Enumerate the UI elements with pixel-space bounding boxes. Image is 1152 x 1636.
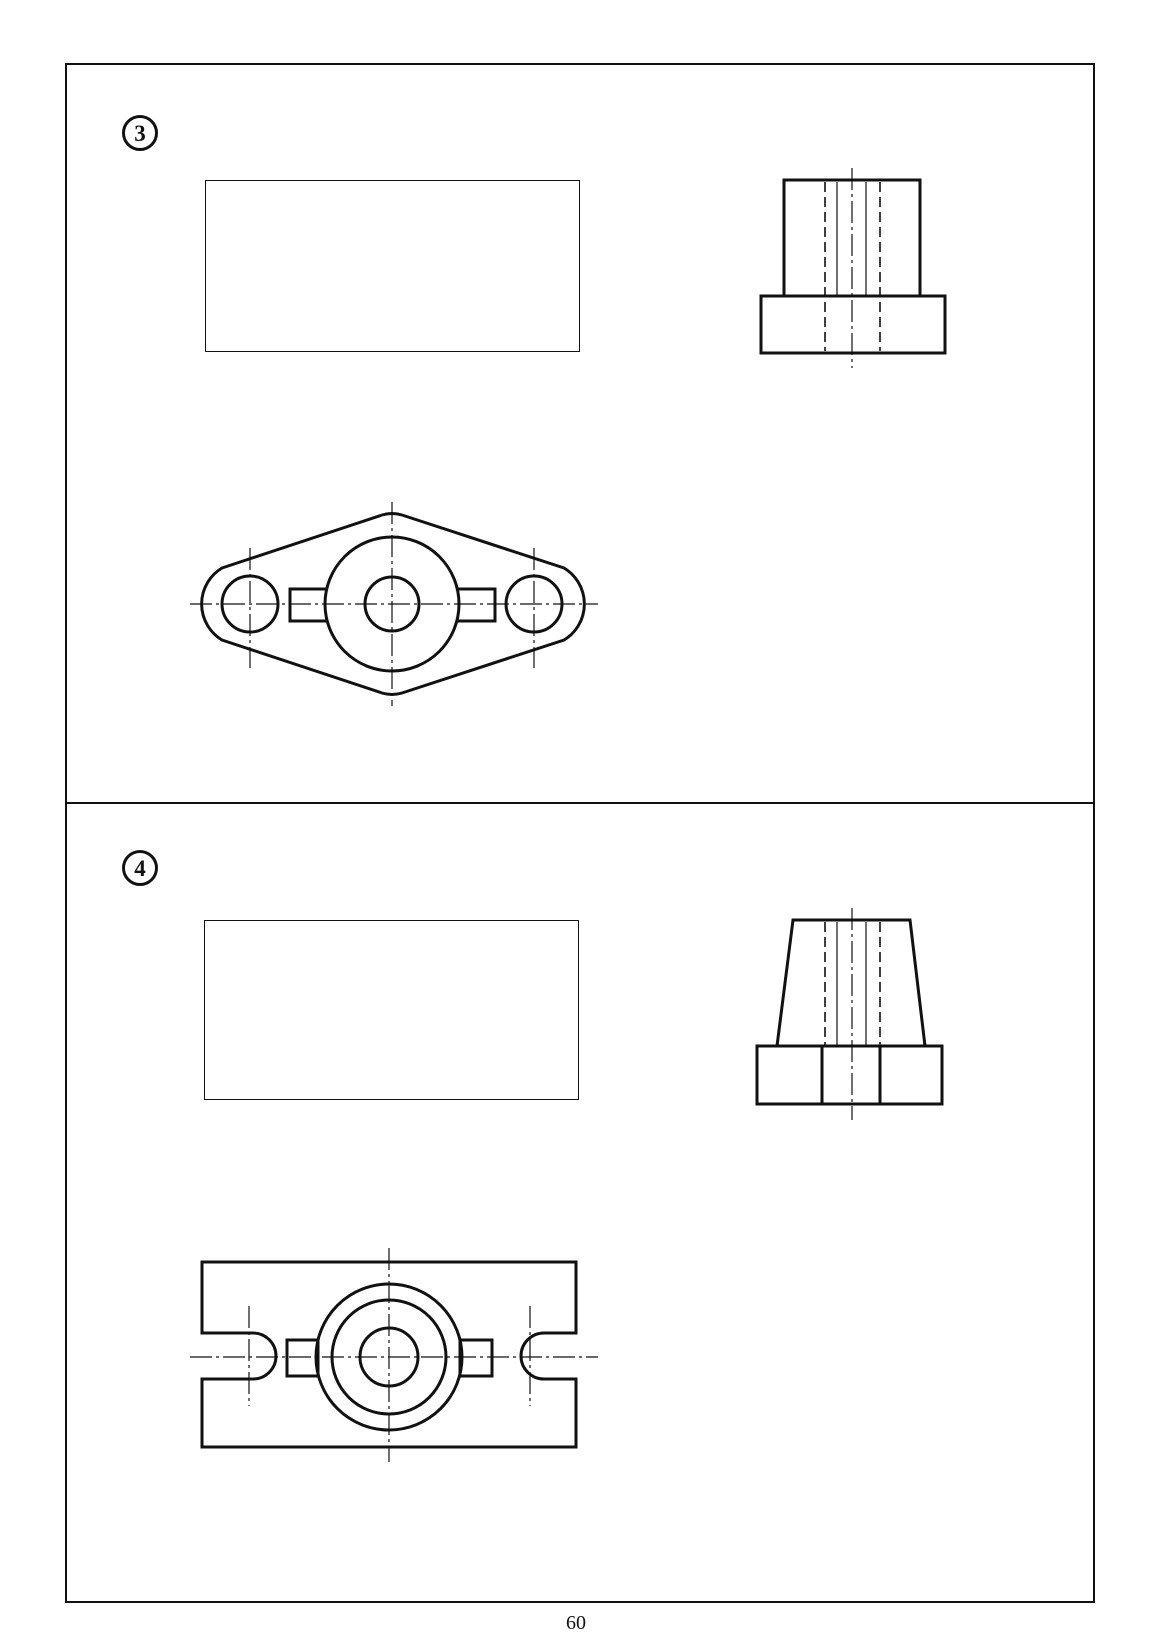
page-number: 60 — [0, 1612, 1152, 1635]
problem-4-side-view — [757, 908, 942, 1120]
problem-3-top-view — [190, 502, 598, 706]
p3-side-base — [761, 296, 945, 353]
p4-side-base — [757, 1046, 942, 1104]
problem-4-top-view — [190, 1248, 598, 1462]
problem-3-side-view — [761, 168, 945, 368]
p4-side-tapered-body — [777, 920, 925, 1046]
